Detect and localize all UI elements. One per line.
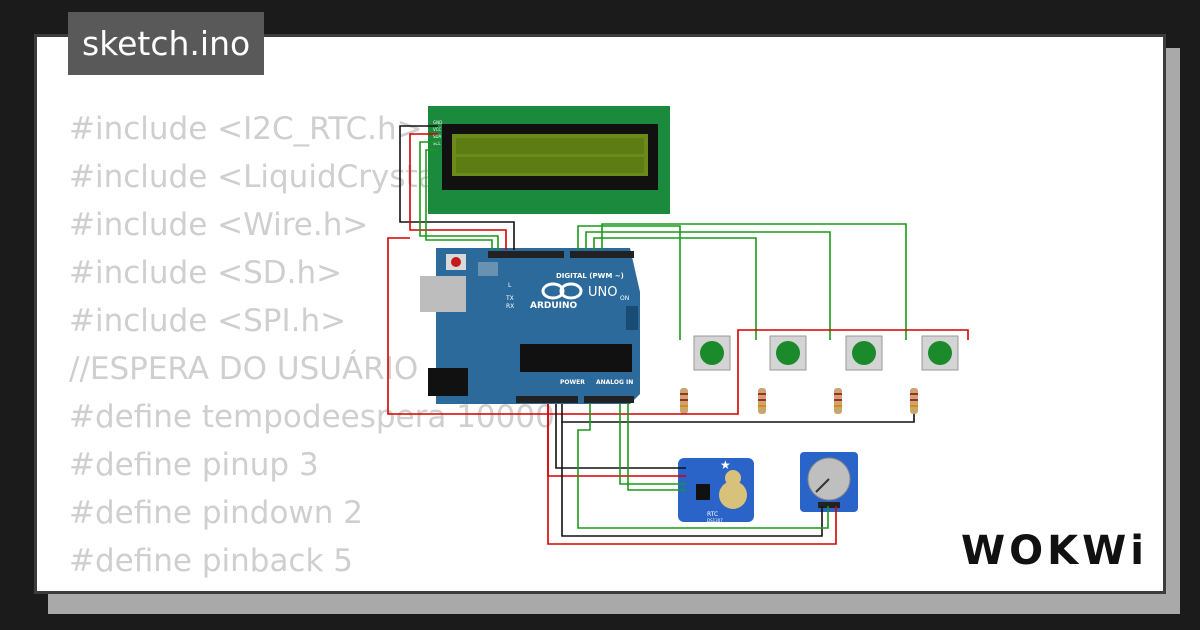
resistor-1	[680, 388, 688, 414]
push-button-1[interactable]	[693, 335, 731, 371]
button-cap	[852, 341, 876, 365]
lcd-display[interactable]: GND VCC SDA SCL	[428, 106, 670, 214]
star-icon: ★	[720, 458, 731, 472]
code-line: #define pinback 5	[69, 543, 354, 579]
code-line: #include <Wire.h>	[69, 207, 369, 243]
icsp-header	[478, 262, 498, 276]
lcd-pin-label: SCL	[433, 141, 441, 146]
icsp2-header	[626, 306, 638, 330]
push-button-2[interactable]	[769, 335, 807, 371]
code-line: //ESPERA DO USUÁRIO	[69, 351, 419, 387]
button-cap	[776, 341, 800, 365]
coin-cell	[719, 481, 747, 509]
knob-indicator	[815, 478, 830, 493]
atmega-chip	[520, 344, 632, 372]
button-cap	[700, 341, 724, 365]
digital-header-right	[570, 251, 634, 258]
code-line: #include <I2C_RTC.h>	[69, 111, 423, 147]
power-jack	[428, 368, 468, 396]
reset-button-cap	[451, 257, 461, 267]
rtc-chip	[696, 484, 710, 500]
digital-label: DIGITAL (PWM ~)	[556, 272, 624, 280]
tx-led-label: TX	[505, 295, 514, 302]
l-led-label: L	[508, 282, 512, 289]
code-line: #define pinup 3	[69, 447, 319, 483]
push-button-4[interactable]	[921, 335, 959, 371]
arduino-brand: ARDUINO	[530, 301, 578, 311]
pot-pins	[818, 502, 840, 508]
code-line: #include <SD.h>	[69, 255, 343, 291]
analog-label: ANALOG IN	[596, 379, 633, 386]
rtc-module[interactable]: ★ RTC DS1307	[678, 458, 754, 523]
potentiometer[interactable]	[800, 452, 858, 512]
code-listing: #include <I2C_RTC.h> #include <LiquidCry…	[69, 105, 567, 591]
digital-header-left	[488, 251, 564, 258]
wires	[387, 125, 969, 545]
arduino-model: UNO	[588, 285, 617, 300]
rtc-label: RTC	[707, 511, 718, 518]
wokwi-logo: WOKWi	[961, 528, 1148, 574]
coin-cell-top	[725, 470, 741, 486]
code-line: #define tempodeespera 10000	[69, 399, 555, 435]
arduino-uno[interactable]: DIGITAL (PWM ~) ANALOG IN POWER ON L TX …	[420, 248, 640, 404]
file-title-badge: sketch.ino	[68, 12, 265, 75]
analog-header	[584, 396, 634, 403]
power-label: POWER	[560, 379, 585, 386]
lcd-character-cells	[456, 138, 644, 173]
resistor-4	[910, 388, 918, 414]
lcd-pin-label: SDA	[433, 134, 442, 139]
button-cap	[928, 341, 952, 365]
rx-led-label: RX	[506, 303, 514, 310]
power-header	[516, 396, 578, 403]
code-line: #define pindown 2	[69, 495, 363, 531]
lcd-pin-label: GND	[433, 120, 442, 125]
resistor-2	[758, 388, 766, 414]
rtc-chip-label: DS1307	[707, 518, 723, 523]
on-led-label: ON	[620, 295, 629, 302]
arduino-infinity-icon	[541, 282, 583, 300]
code-line: #include <SPI.h>	[69, 303, 347, 339]
lcd-pin-label: VCC	[433, 127, 442, 132]
push-button-3[interactable]	[845, 335, 883, 371]
resistor-3	[834, 388, 842, 414]
usb-port	[420, 276, 466, 312]
